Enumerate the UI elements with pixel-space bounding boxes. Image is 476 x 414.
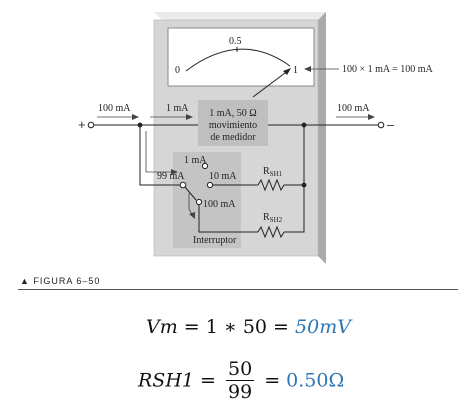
full-scale-annotation: 100 × 1 mA = 100 mA	[342, 64, 434, 75]
meter-current-label: 1 mA	[166, 103, 189, 114]
eq2-lhs: RSH1	[138, 369, 194, 392]
switch-contact-1ma	[201, 162, 209, 170]
rsh2-left-wire	[198, 205, 258, 233]
scale-label-one: 1	[293, 65, 298, 76]
terminal-minus	[377, 121, 385, 129]
meter-needle	[252, 69, 290, 98]
scale-label-mid: 0.5	[229, 36, 242, 47]
eq1-lhs: Vm	[146, 316, 178, 338]
rsh1-label: RSH1	[263, 166, 283, 178]
meter-movement-line3: de medidor	[210, 132, 256, 143]
switch-pos-100ma-label: 100 mA	[203, 199, 236, 210]
output-current-label: 100 mA	[337, 103, 370, 114]
rsh2-zigzag	[257, 225, 285, 239]
eq1-result: 50mV	[295, 316, 351, 338]
eq2-numerator: 50	[225, 358, 255, 381]
switch-pos-1ma-label: 1 mA	[184, 155, 207, 166]
input-current-arrow-head	[132, 114, 139, 120]
terminal-plus	[87, 121, 95, 129]
meter-needle-tip-arrow	[283, 68, 291, 75]
meter-movement-line2: movimiento	[209, 120, 257, 131]
caption-rule	[18, 289, 458, 290]
ammeter-circuit-diagram: 0.5 0 1 100 × 1 mA = 100 mA 1 mA, 50 Ω m…	[78, 12, 434, 264]
meter-case-right-bevel	[318, 12, 326, 264]
terminal-plus-label: +	[78, 117, 86, 132]
shunt-current-arrow-head	[171, 169, 178, 175]
rsh1-zigzag	[257, 178, 285, 192]
meter-scale-arc	[185, 48, 291, 72]
eq2-denominator: 99	[227, 381, 253, 403]
rsh2-label: RSH2	[263, 212, 283, 224]
input-current-label: 100 mA	[98, 103, 131, 114]
eq2-result: 0.50Ω	[286, 369, 345, 392]
eq2-eqsign2: =	[258, 369, 287, 392]
terminal-minus-label: –	[387, 117, 395, 132]
output-current-arrow-head	[368, 114, 375, 120]
shunt-feed-wire	[139, 125, 180, 186]
meter-current-arrow-head	[186, 114, 193, 120]
eq2-eqsign: =	[193, 369, 222, 392]
meter-dial-window	[167, 27, 315, 87]
shunt-current-label: 99 mA	[157, 171, 185, 182]
switch-contact-10ma	[206, 181, 214, 189]
meter-movement-line1: 1 mA, 50 Ω	[209, 108, 256, 119]
equation-vm: Vm = 1 ∗ 50 = 50mV	[146, 316, 351, 338]
meter-movement-box	[198, 100, 268, 146]
eq1-mid: = 1 ∗ 50 =	[177, 316, 296, 338]
switch-label: Interruptor	[193, 235, 237, 246]
switch-contact-100ma	[195, 198, 203, 206]
rsh2-right-wire	[284, 125, 305, 233]
switch-blade	[184, 186, 197, 201]
switch-pos-10ma-label: 10 mA	[209, 171, 237, 182]
scale-label-zero: 0	[175, 65, 180, 76]
figure-caption: ▲ FIGURA 6–50	[20, 276, 101, 286]
full-scale-pointer-arrow	[304, 66, 311, 72]
meter-case-top-bevel	[154, 12, 326, 20]
switch-position-arrow-head	[189, 212, 195, 219]
switch-common-contact	[179, 181, 187, 189]
